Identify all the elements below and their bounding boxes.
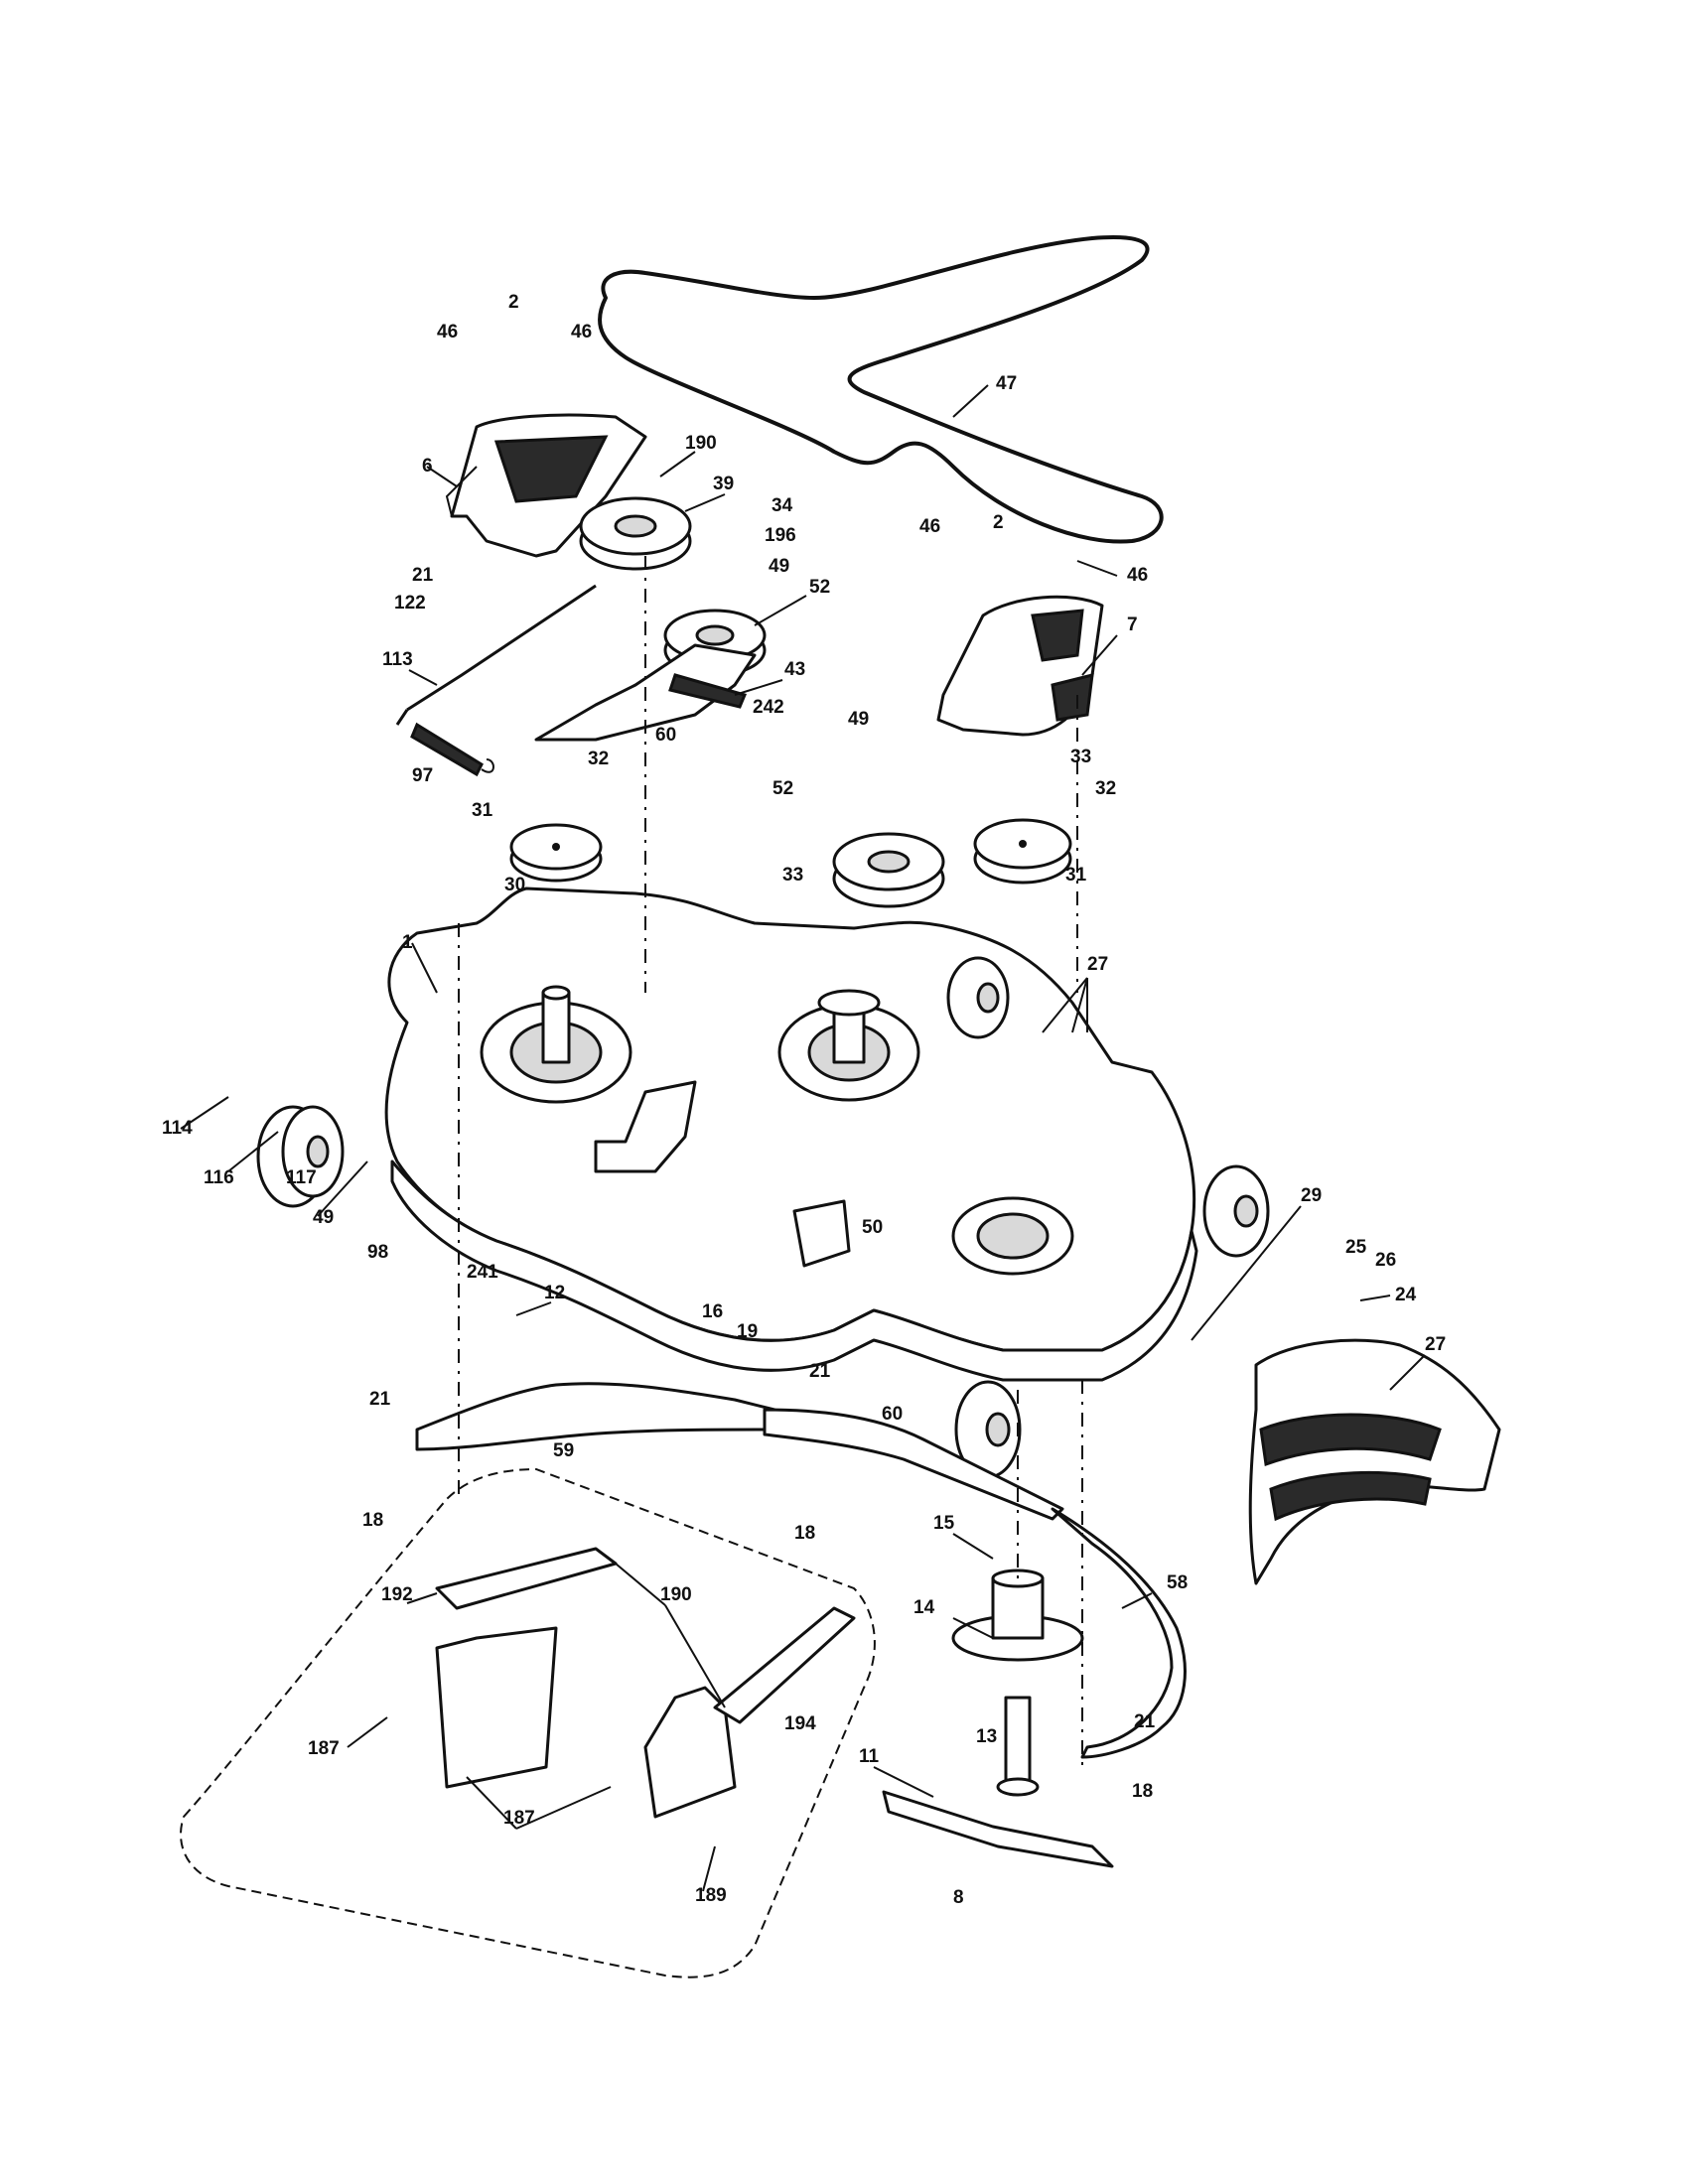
callout-52-a: 52 xyxy=(809,577,830,598)
right-pulley-cover xyxy=(936,595,1104,737)
callout-98: 97 xyxy=(412,765,433,786)
callout-30: 27 xyxy=(1087,954,1108,975)
spindle-pulley-32-right xyxy=(973,818,1072,885)
callout-46-d: 46 xyxy=(1127,565,1148,586)
callout-189: 190 xyxy=(660,1584,692,1605)
callout-33-b: 33 xyxy=(1070,747,1091,767)
callout-196: 242 xyxy=(753,697,784,718)
drive-belt xyxy=(598,235,1164,544)
callout-113: 98 xyxy=(367,1242,388,1263)
callout-50: 50 xyxy=(862,1217,883,1238)
callout-27: 27 xyxy=(1425,1334,1446,1355)
callout-19: 19 xyxy=(737,1321,758,1342)
callout-2-a: 2 xyxy=(508,292,519,313)
callout-18-c: 18 xyxy=(1132,1781,1153,1802)
discharge-chute xyxy=(1248,1338,1501,1585)
callout-18-a: 18 xyxy=(362,1510,383,1531)
callout-49-b: 49 xyxy=(848,709,869,730)
tension-spring xyxy=(410,722,494,777)
callout-43: 43 xyxy=(784,659,805,680)
callout-122: 122 xyxy=(394,593,426,614)
callout-194: 241 xyxy=(467,1262,498,1283)
spindle-shaft xyxy=(996,1696,1040,1797)
callout-46-c: 46 xyxy=(919,516,940,537)
callout-21-d: 21 xyxy=(1134,1711,1156,1732)
callout-16: 16 xyxy=(702,1301,723,1322)
spindle-tower-center xyxy=(817,989,881,1064)
callout-21-c: 21 xyxy=(369,1389,391,1410)
gauge-wheel-right-rear xyxy=(946,956,1010,1039)
callout-25: 25 xyxy=(1345,1237,1367,1258)
callout-46-b: 46 xyxy=(571,322,592,342)
callout-190-b: 194 xyxy=(784,1713,816,1734)
callout-15: 15 xyxy=(933,1513,955,1534)
front-hanger-group xyxy=(180,1467,876,1979)
baffle-58 xyxy=(1051,1507,1187,1759)
callout-14: 14 xyxy=(913,1597,935,1618)
mower-deck xyxy=(384,887,1198,1382)
callout-39: 39 xyxy=(713,474,734,494)
callout-32-b: 32 xyxy=(1095,778,1116,799)
callout-8: 8 xyxy=(953,1887,964,1908)
callout-116: 114 xyxy=(162,1118,193,1139)
callout-46-a: 46 xyxy=(437,322,458,342)
callout-21-a: 21 xyxy=(412,565,434,586)
spindle-tower-left xyxy=(541,985,571,1064)
callout-32-a: 31 xyxy=(472,800,493,821)
callout-7: 7 xyxy=(1127,614,1138,635)
idler-pulley-52-lower xyxy=(832,832,945,908)
callout-34: 34 xyxy=(772,495,793,516)
callout-114: 113 xyxy=(382,649,413,670)
callout-117: 116 xyxy=(204,1167,234,1188)
callout-187-a: 187 xyxy=(308,1738,340,1759)
callout-21-b: 21 xyxy=(809,1361,831,1382)
callout-31-a: 30 xyxy=(504,875,525,895)
deck-bracket-right xyxy=(792,1199,851,1268)
callout-labels: 46 2 46 6 190 39 34 196 49 52 43 242 47 … xyxy=(162,292,1446,1908)
callout-97: 60 xyxy=(655,725,676,746)
callout-49-a: 49 xyxy=(769,556,789,577)
mower-blade xyxy=(882,1790,1114,1868)
left-pulley-cover xyxy=(445,413,647,558)
callout-29: 29 xyxy=(1301,1185,1322,1206)
callout-190-a: 192 xyxy=(381,1584,413,1605)
baffle-59 xyxy=(415,1382,776,1451)
idler-pulley-39 xyxy=(579,496,692,571)
alignment-lines xyxy=(458,556,1083,1767)
callout-52-b: 52 xyxy=(772,778,793,799)
callout-59: 59 xyxy=(553,1440,574,1461)
callout-12: 12 xyxy=(544,1283,565,1303)
callout-1: 1 xyxy=(402,932,413,953)
callout-11: 11 xyxy=(859,1746,880,1767)
callout-33-a: 32 xyxy=(588,749,609,769)
callout-60: 60 xyxy=(882,1404,903,1425)
callout-49-c: 49 xyxy=(313,1207,334,1228)
gauge-wheel-right xyxy=(1202,1164,1270,1258)
callout-26: 26 xyxy=(1375,1250,1396,1271)
spindle-housing xyxy=(951,1569,1084,1662)
deck-bracket-left xyxy=(594,1080,697,1173)
gauge-wheel-left xyxy=(256,1105,345,1208)
callout-33-c: 33 xyxy=(782,865,803,886)
callout-2-b: 2 xyxy=(993,512,1004,533)
callout-185: 190 xyxy=(685,433,717,454)
callout-58: 58 xyxy=(1167,1572,1188,1593)
leader-lines xyxy=(180,384,1426,1892)
callout-31-b: 31 xyxy=(1065,865,1087,886)
callout-187-b: 189 xyxy=(695,1885,727,1906)
callout-6: 6 xyxy=(422,456,433,477)
callout-192: 196 xyxy=(765,525,796,546)
callout-47: 47 xyxy=(996,373,1017,394)
callout-24: 24 xyxy=(1395,1285,1417,1305)
callout-13: 13 xyxy=(976,1726,997,1747)
callout-120: 117 xyxy=(286,1167,317,1188)
spindle-pulley-32-left xyxy=(509,823,603,883)
callout-18-b: 18 xyxy=(794,1523,815,1544)
idler-rod xyxy=(395,584,597,726)
callout-184: 187 xyxy=(503,1808,535,1829)
